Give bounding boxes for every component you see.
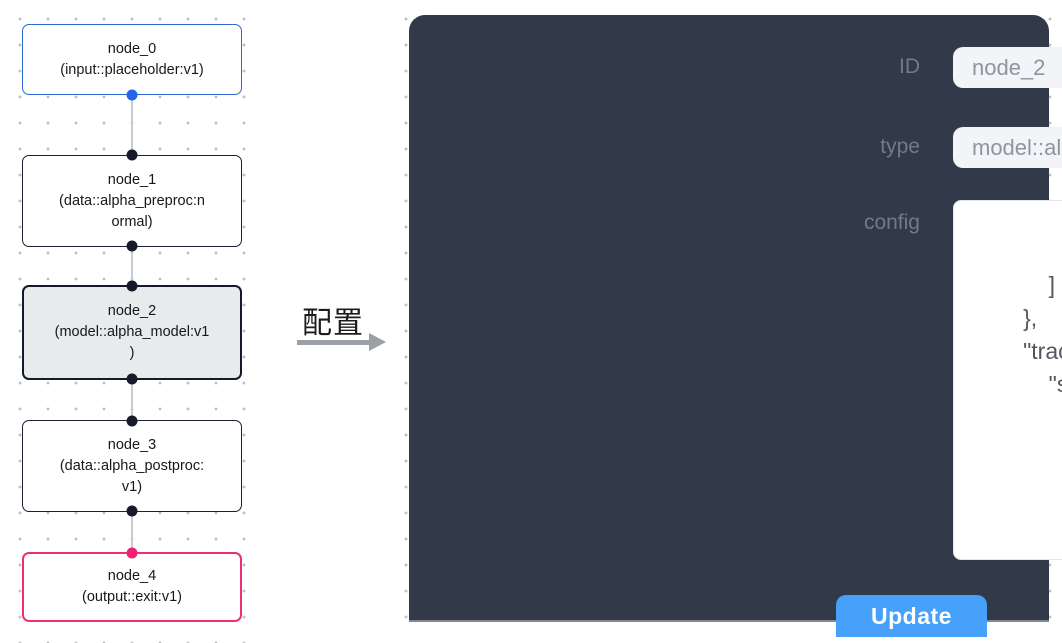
node-subtitle: ormal) (111, 213, 153, 230)
config-json-content[interactable]: "raw_action", "pred" ] }, "trace": { "sc… (1023, 272, 1062, 397)
graph-node-node_0[interactable]: node_0 (input::placeholder:v1) (22, 24, 242, 95)
type-field-label: type (880, 135, 920, 158)
graph-node-node_2-selected[interactable]: node_2 (model::alpha_model:v1 ) (22, 285, 242, 380)
node-title: node_3 (107, 436, 157, 453)
edge-node3-node4 (131, 511, 133, 553)
node-subtitle: (data::alpha_preproc:n (59, 192, 205, 209)
edge-node2-node3 (131, 379, 133, 421)
node-subtitle: v1) (121, 478, 143, 495)
graph-node-node_4[interactable]: node_4 (output::exit:v1) (22, 552, 242, 622)
port-node2-in[interactable] (126, 280, 138, 292)
configure-arrow-head-icon (369, 333, 386, 351)
node-title: node_0 (107, 40, 157, 57)
node-title: node_4 (107, 568, 157, 584)
update-button[interactable]: Update (836, 595, 987, 637)
port-node3-out[interactable] (126, 505, 138, 517)
node-subtitle: ) (129, 345, 135, 361)
id-field-label: ID (899, 55, 920, 78)
port-node4-in[interactable] (126, 547, 138, 559)
configure-annotation-label: 配置 (302, 307, 364, 340)
configure-arrow (297, 340, 369, 345)
node-subtitle: (output::exit:v1) (82, 589, 182, 605)
config-textarea[interactable]: "raw_action", "pred" ] }, "trace": { "sc… (953, 200, 1062, 560)
node-title: node_1 (107, 171, 157, 188)
port-node2-out[interactable] (126, 373, 138, 385)
edge-node1-node2 (131, 246, 133, 286)
port-node3-in[interactable] (126, 415, 138, 427)
node-subtitle: (input::placeholder:v1) (60, 61, 204, 78)
id-input[interactable] (953, 47, 1062, 88)
edge-node0-node1 (131, 95, 133, 156)
graph-node-node_1[interactable]: node_1 (data::alpha_preproc:n ormal) (22, 155, 242, 247)
node-subtitle: (model::alpha_model:v1 (54, 324, 210, 340)
node-config-panel: ID type config "raw_action", "pred" ] },… (409, 15, 1062, 637)
graph-node-node_3[interactable]: node_3 (data::alpha_postproc: v1) (22, 420, 242, 512)
port-node1-out[interactable] (126, 240, 138, 252)
type-input[interactable] (953, 127, 1062, 168)
port-node1-in[interactable] (126, 149, 138, 161)
port-node0-out[interactable] (126, 89, 138, 101)
node-title: node_2 (107, 303, 157, 319)
node-subtitle: (data::alpha_postproc: (59, 457, 205, 474)
config-field-label: config (863, 211, 920, 234)
